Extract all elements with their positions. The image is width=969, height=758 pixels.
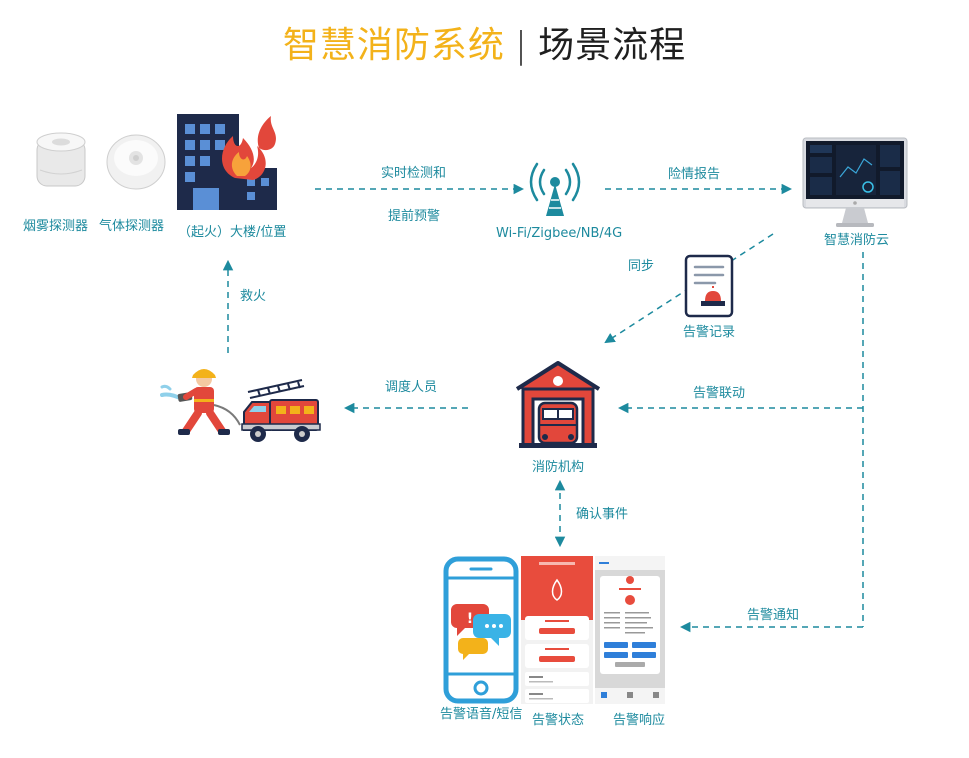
- monitor-icon: [802, 137, 908, 227]
- antenna-icon: [529, 162, 581, 216]
- phone-icon: !: [443, 556, 519, 704]
- gas-detector-icon: [106, 134, 166, 190]
- fire-station-label: 消防机构: [532, 460, 585, 475]
- firefighter-icon: [160, 369, 241, 435]
- alarm-response-label: 告警响应: [613, 713, 666, 728]
- edge-label-detect-line2: 提前预警: [388, 209, 441, 224]
- smoke-detector-label: 烟雾探测器: [23, 219, 89, 234]
- edge-label-dispatch: 调度人员: [385, 380, 438, 395]
- cloud-label: 智慧消防云: [824, 233, 890, 248]
- gas-detector-label: 气体探测器: [99, 219, 165, 234]
- edge-label-rescue: 救火: [240, 289, 267, 304]
- title-accent: 智慧消防系统: [282, 25, 505, 66]
- alarm-record-label: 告警记录: [683, 325, 736, 340]
- alarm-status-label: 告警状态: [532, 713, 585, 728]
- building-label: （起火）大楼/位置: [178, 225, 287, 240]
- fire-truck-icon: [241, 379, 321, 442]
- svg-text:!: !: [467, 611, 473, 627]
- edge-label-sync: 同步: [628, 259, 655, 274]
- fire-station-icon: [515, 361, 601, 448]
- edge-label-alarm-notify: 告警通知: [747, 608, 800, 623]
- title-separator: |: [514, 25, 529, 66]
- page-title: 智慧消防系统|场景流程: [0, 22, 969, 70]
- edge-label-confirm-event: 确认事件: [576, 507, 629, 522]
- burning-building-icon: [177, 114, 277, 210]
- smoke-detector-icon: [36, 132, 86, 187]
- alarm-record-icon: [684, 254, 734, 318]
- alarm-voice-sms-label: 告警语音/短信: [440, 707, 523, 722]
- edge-label-danger-report: 险情报告: [668, 167, 721, 182]
- alarm-response-screenshot: [595, 556, 665, 704]
- edge-label-alarm-linkage: 告警联动: [693, 386, 746, 401]
- alarm-status-screenshot: [521, 556, 593, 704]
- edge-label-detect-line1: 实时检测和: [381, 166, 447, 181]
- title-main: 场景流程: [538, 25, 687, 66]
- network-label: Wi-Fi/Zigbee/NB/4G: [496, 226, 623, 241]
